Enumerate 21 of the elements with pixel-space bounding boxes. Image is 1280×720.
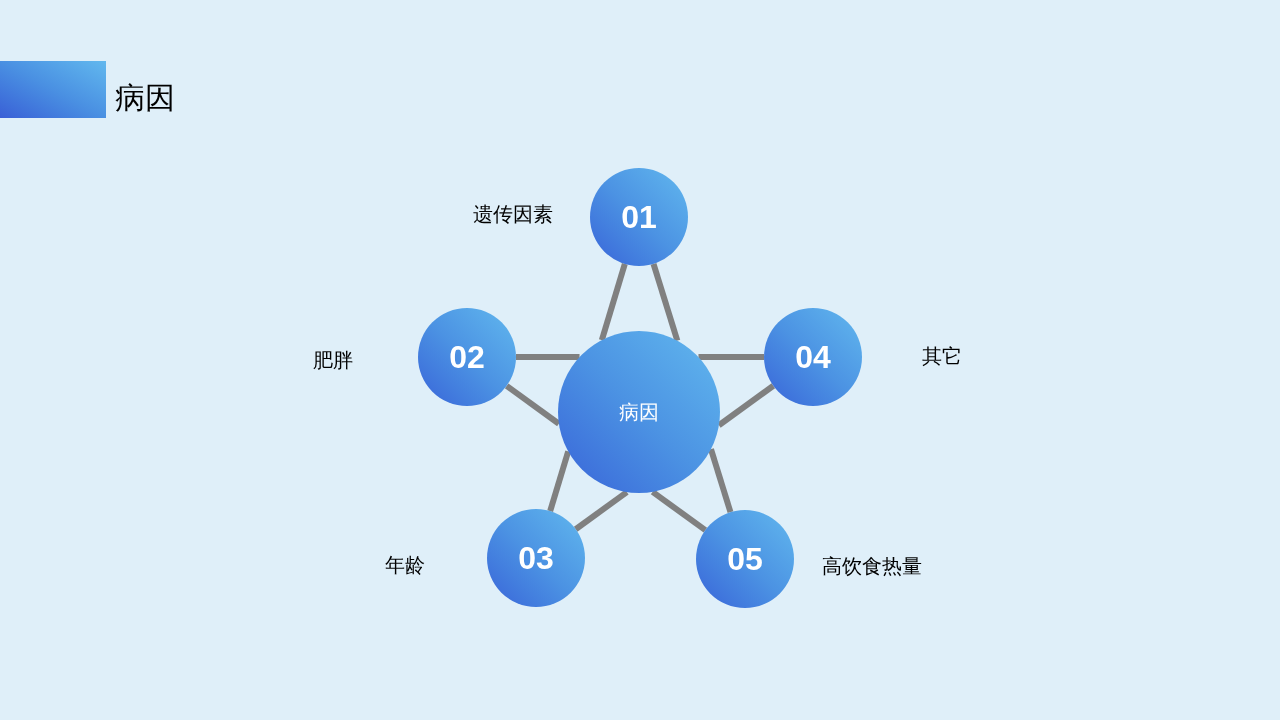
factor-label: 年龄 [385, 553, 425, 578]
step-number: 05 [727, 540, 763, 579]
connector-line [698, 354, 764, 360]
step-number: 03 [518, 539, 554, 578]
step-number: 01 [621, 198, 657, 237]
factor-label: 高饮食热量 [822, 554, 922, 579]
slide-title: 病因 [115, 80, 175, 116]
step-number: 04 [795, 338, 831, 377]
connector-line [547, 450, 572, 512]
center-label: 病因 [619, 400, 659, 425]
connector-line [717, 383, 776, 428]
step-number: 02 [449, 338, 485, 377]
connector-line [650, 262, 681, 342]
connector-line [516, 354, 580, 360]
connector-line [573, 489, 629, 532]
connector-line [650, 489, 708, 533]
factor-label: 其它 [922, 344, 962, 369]
factor-label: 遗传因素 [473, 202, 553, 227]
connector-line [708, 448, 734, 514]
factor-label: 肥胖 [313, 348, 353, 373]
connector-line [598, 263, 628, 341]
